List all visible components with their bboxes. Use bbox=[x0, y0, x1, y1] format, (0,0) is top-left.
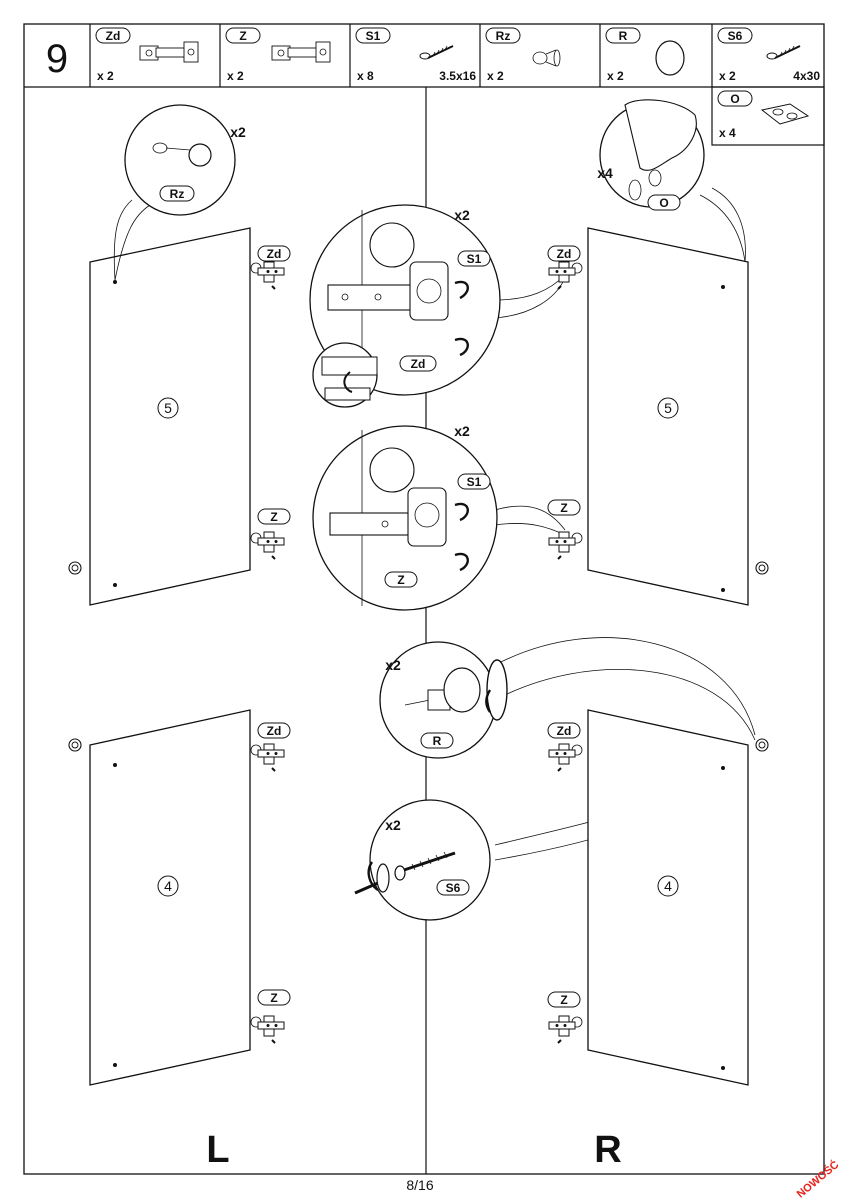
hinge-icon bbox=[139, 41, 199, 63]
zd-hinge-detail: x2 S1 Zd bbox=[309, 204, 566, 408]
part-rz: Rz x 2 bbox=[485, 27, 561, 83]
part-qty: x 2 bbox=[97, 69, 114, 83]
hinge-tag: Zd bbox=[267, 247, 282, 261]
right-lower-hinge-zd: Zd bbox=[547, 722, 583, 772]
panel-number: 5 bbox=[664, 400, 672, 416]
part-code: S1 bbox=[366, 29, 381, 43]
knob-icon bbox=[755, 561, 769, 575]
right-upper-hinge-zd: Zd bbox=[547, 245, 583, 290]
detail-label: Z bbox=[397, 573, 404, 587]
knob-icon bbox=[68, 738, 82, 752]
brand-stamp: NOWOŚĆ bbox=[794, 1158, 841, 1200]
side-left-label: L bbox=[206, 1129, 229, 1171]
bumper-pad-icon bbox=[760, 103, 810, 125]
detail-qty: x2 bbox=[230, 124, 246, 140]
z-hinge-detail: x2 S1 Z bbox=[312, 423, 566, 611]
knob-icon bbox=[755, 738, 769, 752]
hinge-tag: Z bbox=[560, 993, 567, 1007]
hinge-tag: Z bbox=[270, 991, 277, 1005]
part-code: Rz bbox=[496, 29, 511, 43]
left-upper-hinge-zd: Zd bbox=[250, 245, 291, 290]
detail-label: S6 bbox=[446, 881, 461, 895]
part-qty: x 2 bbox=[227, 69, 244, 83]
detail-qty: x4 bbox=[597, 165, 613, 181]
part-r: R x 2 bbox=[605, 27, 685, 83]
part-s1: S1 x 8 3.5x16 bbox=[355, 27, 476, 83]
panel-number: 5 bbox=[164, 400, 172, 416]
detail-screw: S1 bbox=[467, 475, 482, 489]
o-bumper-detail: x4 O bbox=[597, 99, 746, 263]
part-qty: x 2 bbox=[719, 69, 736, 83]
part-code: S6 bbox=[728, 29, 743, 43]
detail-qty: x2 bbox=[385, 657, 401, 673]
detail-label: Zd bbox=[411, 357, 426, 371]
detail-label: Rz bbox=[170, 187, 185, 201]
part-qty: x 2 bbox=[487, 69, 504, 83]
page-frame bbox=[23, 23, 825, 1175]
right-lower-door: 4 bbox=[587, 709, 749, 1086]
hinge-tag: Zd bbox=[267, 724, 282, 738]
part-code: O bbox=[730, 92, 739, 106]
page-number: 8/16 bbox=[406, 1177, 433, 1193]
part-qty: x 8 bbox=[357, 69, 374, 83]
detail-qty: x2 bbox=[454, 207, 470, 223]
hinge-tag: Zd bbox=[557, 247, 572, 261]
left-lower-door: 4 bbox=[89, 709, 251, 1086]
part-size: 3.5x16 bbox=[439, 69, 476, 83]
screw-icon bbox=[766, 45, 801, 60]
left-lower-hinge-z: Z bbox=[250, 989, 291, 1044]
hinge-tag: Zd bbox=[557, 724, 572, 738]
part-qty: x 2 bbox=[607, 69, 624, 83]
hinge-icon bbox=[271, 41, 331, 63]
left-upper-door: 5 bbox=[89, 227, 251, 606]
detail-qty: x2 bbox=[454, 423, 470, 439]
side-right-label: R bbox=[594, 1129, 621, 1171]
left-upper-hinge-z: Z bbox=[250, 508, 291, 560]
knob-icon bbox=[532, 49, 561, 67]
r-knob-detail: x2 R bbox=[379, 637, 756, 759]
step-number: 9 bbox=[46, 37, 68, 81]
part-code: R bbox=[619, 29, 628, 43]
panel-number: 4 bbox=[164, 878, 172, 894]
part-size: 4x30 bbox=[793, 69, 820, 83]
knob-icon bbox=[655, 40, 685, 76]
panel-number: 4 bbox=[664, 878, 672, 894]
detail-qty: x2 bbox=[385, 817, 401, 833]
right-lower-hinge-z: Z bbox=[547, 991, 583, 1044]
part-zd: Zd x 2 bbox=[95, 27, 199, 83]
part-code: Z bbox=[239, 29, 246, 43]
rz-detail: x2 Rz bbox=[113, 104, 246, 281]
part-qty: x 4 bbox=[719, 126, 736, 140]
right-upper-hinge-z: Z bbox=[547, 499, 583, 560]
detail-screw: S1 bbox=[467, 252, 482, 266]
left-lower-hinge-zd: Zd bbox=[250, 722, 291, 772]
part-code: Zd bbox=[106, 29, 121, 43]
hinge-tag: Z bbox=[270, 510, 277, 524]
detail-label: R bbox=[433, 734, 442, 748]
hinge-tag: Z bbox=[560, 501, 567, 515]
knob-icon bbox=[68, 561, 82, 575]
part-z: Z x 2 bbox=[225, 27, 331, 83]
part-o: O x 4 bbox=[717, 90, 810, 140]
right-upper-door: 5 bbox=[587, 227, 749, 606]
detail-label: O bbox=[659, 196, 668, 210]
screw-icon bbox=[419, 45, 454, 60]
part-s6: S6 x 2 4x30 bbox=[717, 27, 820, 83]
